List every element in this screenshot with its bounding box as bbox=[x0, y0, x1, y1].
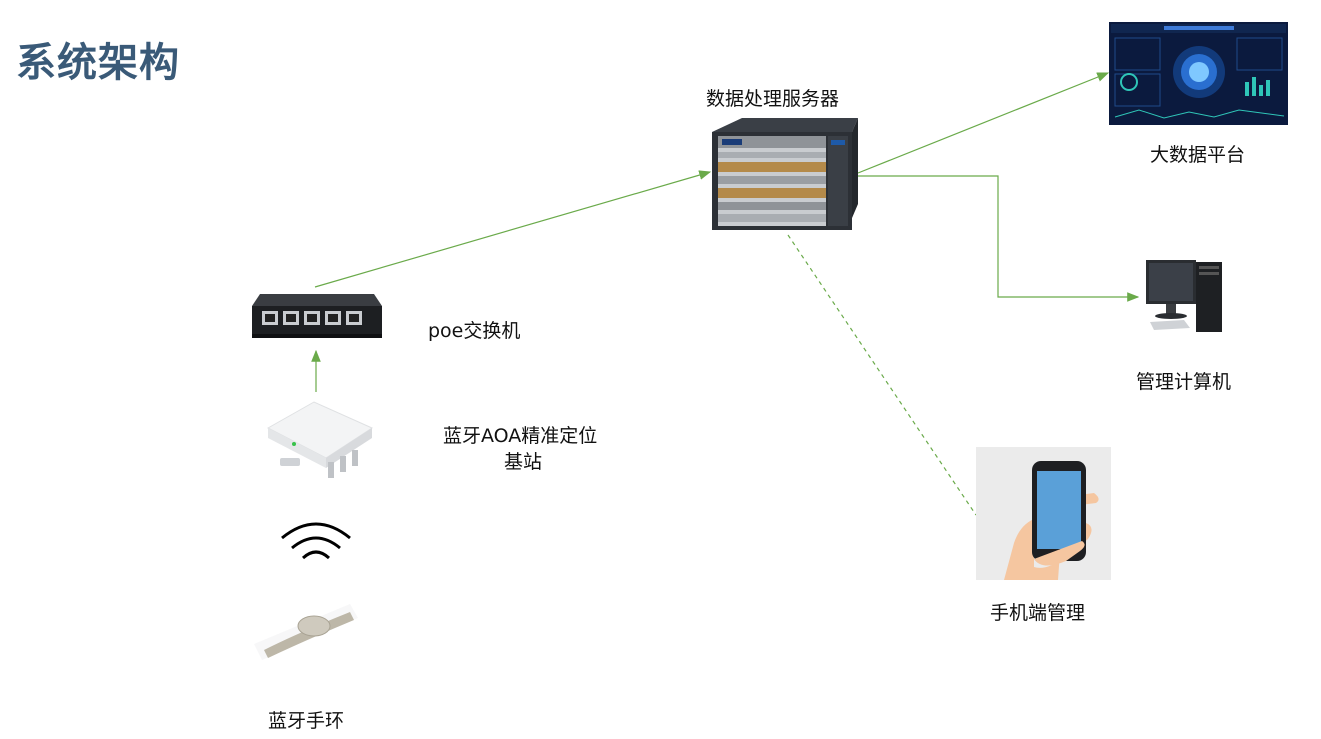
edge-server-to-computer bbox=[858, 175, 1140, 302]
server-label: 数据处理服务器 bbox=[706, 88, 840, 110]
edge-switch-to-server bbox=[314, 170, 712, 288]
computer-label: 管理计算机 bbox=[1136, 371, 1232, 393]
bigdata-label: 大数据平台 bbox=[1150, 144, 1246, 166]
edge-server-to-phone bbox=[787, 234, 977, 516]
wristband-icon bbox=[254, 604, 358, 660]
access-point-icon bbox=[266, 401, 374, 478]
wifi-signal-icon bbox=[281, 522, 351, 560]
computer-node bbox=[1144, 258, 1224, 340]
phone-node bbox=[976, 447, 1111, 584]
dashboard-screen-icon bbox=[1109, 22, 1288, 125]
bigdata-node bbox=[1109, 22, 1288, 129]
signal-node bbox=[278, 518, 354, 566]
switch-node bbox=[252, 294, 382, 344]
base-station-label-line1: 蓝牙AOA精准定位 bbox=[443, 425, 598, 447]
band-node bbox=[250, 588, 360, 674]
server-node bbox=[712, 118, 858, 234]
switch-label: poe交换机 bbox=[428, 320, 521, 342]
phone-label: 手机端管理 bbox=[990, 602, 1086, 624]
server-rack-icon bbox=[712, 118, 858, 230]
edge-server-to-bigdata bbox=[857, 72, 1110, 174]
desktop-computer-icon bbox=[1146, 260, 1222, 332]
base-station-label-line2: 基站 bbox=[504, 451, 543, 473]
smartphone-in-hand-icon bbox=[976, 447, 1111, 580]
band-label: 蓝牙手环 bbox=[268, 710, 345, 732]
network-switch-icon bbox=[252, 294, 382, 338]
page-title: 系统架构 bbox=[16, 40, 180, 86]
base-station-node bbox=[254, 398, 376, 490]
